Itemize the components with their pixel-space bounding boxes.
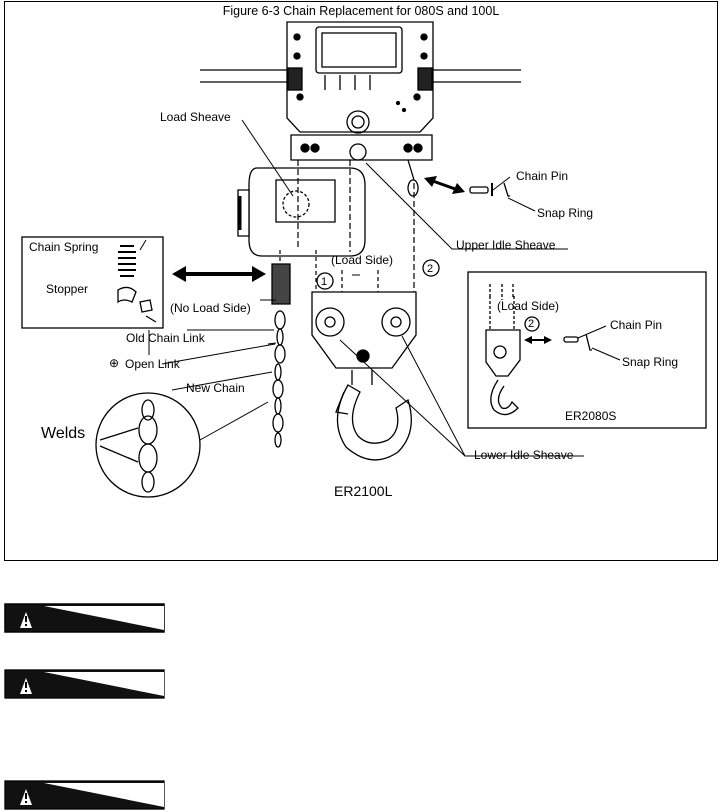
crossbeam: [290, 134, 433, 161]
label-old-chain-link: Old Chain Link: [126, 331, 205, 345]
chains: [279, 160, 415, 292]
label-stopper: Stopper: [46, 282, 89, 296]
warning-boxes: [4, 603, 165, 810]
label-snap-ring: Snap Ring: [537, 206, 594, 220]
model-label-er2080s: ER2080S: [565, 409, 617, 423]
chain-spring-inset: [21, 236, 164, 329]
label-open-link: Open Link: [125, 357, 180, 371]
inset-label-load-side: (Load Side): [497, 299, 560, 313]
label-upper-idle-sheave: Upper Idle Sheave: [456, 238, 556, 252]
label-chain-spring: Chain Spring: [29, 240, 99, 254]
double-arrow-right: [429, 178, 459, 192]
figure-frame: Figure 6-3 Chain Replacement for 080S an…: [4, 1, 718, 561]
label-no-load-side: (No Load Side): [170, 301, 251, 315]
chain-links-column: [271, 263, 291, 448]
label-lower-idle-sheave: Lower Idle Sheave: [474, 448, 574, 462]
load-sheave-housing: [237, 167, 366, 257]
inset-label-number-2: 2: [528, 318, 535, 330]
figure-title: Figure 6-3 Chain Replacement for 080S an…: [222, 4, 500, 18]
model-label-er2100l: ER2100L: [334, 483, 393, 499]
leader-lines: [139, 119, 584, 457]
label-load-sheave: Load Sheave: [160, 110, 231, 124]
open-link-icon: ⊕: [109, 356, 120, 370]
label-load-side: (Load Side): [331, 253, 394, 267]
label-number-2: 2: [427, 263, 434, 275]
inset-label-snap-ring: Snap Ring: [622, 355, 679, 369]
label-chain-pin: Chain Pin: [516, 169, 569, 183]
label-number-1: 1: [321, 276, 328, 288]
label-welds: Welds: [41, 425, 86, 442]
inset-label-chain-pin: Chain Pin: [610, 318, 663, 332]
label-new-chain: New Chain: [186, 381, 245, 395]
suspension-rails: [200, 69, 521, 83]
welds-magnifier: [95, 392, 201, 498]
hook-block: [311, 291, 417, 461]
er2080s-inset: [467, 271, 707, 429]
trolley-housing: [286, 21, 434, 134]
